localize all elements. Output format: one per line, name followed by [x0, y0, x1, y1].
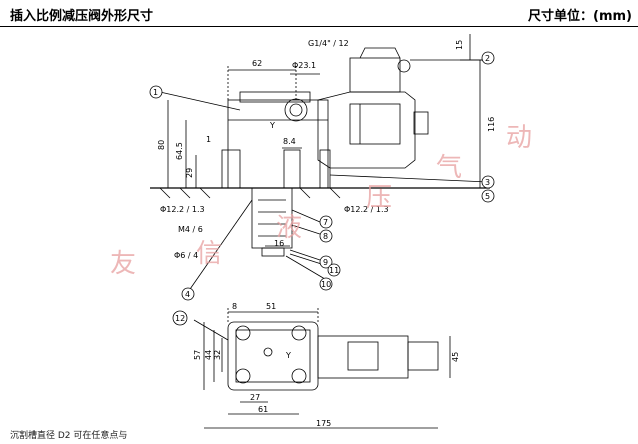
- dim-y-top: Y: [269, 121, 275, 130]
- dim-27: 27: [250, 393, 260, 402]
- header-bar: 插入比例减压阀外形尺寸 尺寸单位：(mm): [0, 0, 638, 27]
- watermark-char-3: 液: [276, 213, 302, 243]
- dim-116: 116: [487, 117, 496, 132]
- valve-cap: [239, 91, 311, 103]
- connector: [349, 57, 401, 93]
- callout-3: 3: [485, 178, 490, 187]
- dim-45: 45: [451, 352, 460, 362]
- dim-g14: G1/4" / 12: [308, 39, 349, 48]
- callout-9: 9: [323, 258, 328, 267]
- dim-8: 8: [232, 302, 237, 311]
- dim-32: 32: [213, 350, 222, 360]
- dim-15: 15: [455, 40, 464, 50]
- watermark: 友 信 液 压 气 动: [110, 123, 532, 279]
- valve-body: [227, 99, 329, 189]
- unit-label: 尺寸单位：(mm): [528, 9, 632, 24]
- dim-8-4: 8.4: [283, 137, 296, 146]
- dim-80: 80: [157, 140, 166, 150]
- dim-m4: M4 / 6: [178, 225, 203, 234]
- dim-phi6: Φ6 / 4: [174, 251, 198, 260]
- dim-44: 44: [204, 350, 213, 360]
- dim-175: 175: [316, 419, 331, 428]
- dim-62: 62: [252, 59, 262, 68]
- watermark-char-1: 友: [110, 249, 136, 279]
- watermark-char-2: 信: [196, 239, 222, 269]
- callout-1: 1: [153, 88, 158, 97]
- callout-2: 2: [485, 54, 490, 63]
- solenoid-body: [317, 91, 416, 169]
- dim-51: 51: [266, 302, 276, 311]
- watermark-char-5: 气: [436, 153, 462, 183]
- dim-64-5: 64.5: [175, 142, 184, 160]
- dim-phi12-right: Φ12.2 / 1.3: [344, 205, 389, 214]
- dim-29: 29: [185, 168, 194, 178]
- dim-16: 16: [274, 239, 284, 248]
- callout-4: 4: [185, 290, 190, 299]
- watermark-char-6: 动: [506, 123, 532, 153]
- dim-1: 1: [206, 135, 211, 144]
- callout-5: 5: [485, 192, 490, 201]
- watermark-char-4: 压: [366, 183, 392, 213]
- dim-y-bottom: Y: [285, 351, 291, 360]
- page-title: 插入比例减压阀外形尺寸: [10, 9, 154, 24]
- dim-57: 57: [193, 350, 202, 360]
- callout-12: 12: [175, 314, 185, 323]
- dim-phi23: Φ23.1: [292, 61, 316, 70]
- callout-10: 10: [321, 280, 331, 289]
- callout-8: 8: [323, 232, 328, 241]
- dim-phi12-left: Φ12.2 / 1.3: [160, 205, 205, 214]
- footnote: 沉割槽直径 D2 可在任意点与: [10, 431, 128, 441]
- callout-7: 7: [323, 218, 328, 227]
- callout-11: 11: [329, 266, 339, 275]
- dim-61: 61: [258, 405, 268, 414]
